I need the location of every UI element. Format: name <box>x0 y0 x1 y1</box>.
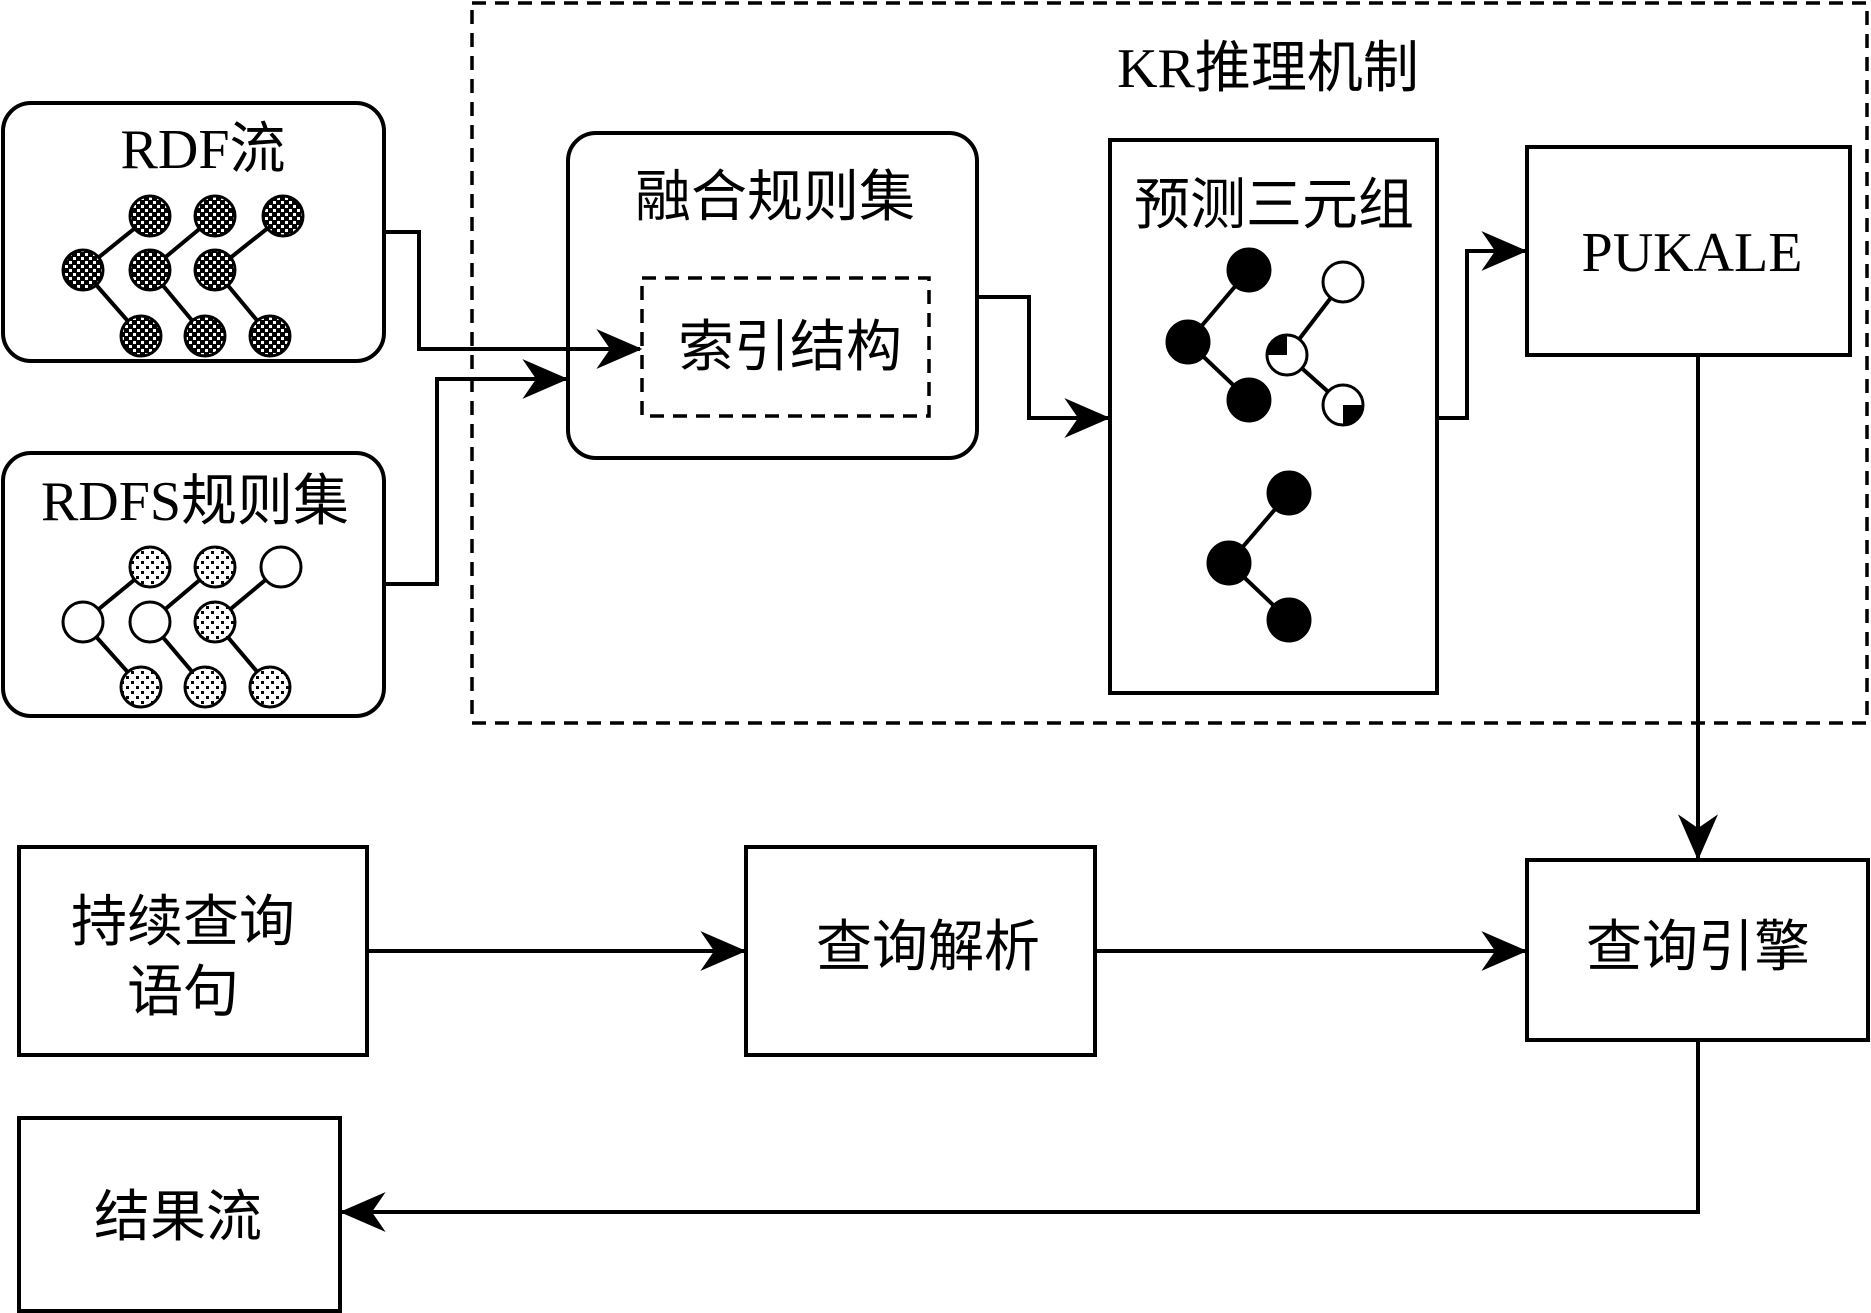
query-parsing-label: 查询解析 <box>816 917 1040 979</box>
predicted-triples-label: 预测三元组 <box>1134 175 1414 237</box>
predicted-triples-icon <box>1165 247 1365 643</box>
result-stream-node: 结果流 <box>17 1116 342 1313</box>
rdfs-rules-label: RDFS规则集 <box>41 471 349 533</box>
arrow-predicted-to-pukale <box>1437 231 1528 420</box>
fusion-rules-label: 融合规则集 <box>635 167 915 229</box>
rdfs-triples-icon <box>61 545 303 709</box>
predicted-triples-node: 预测三元组 <box>1108 138 1439 695</box>
arrow-fusion-to-predicted <box>977 295 1111 438</box>
connectors <box>339 230 1718 1232</box>
continuous-query-line2: 语句 <box>127 962 239 1024</box>
query-engine-node: 查询引擎 <box>1525 858 1870 1042</box>
result-stream-label: 结果流 <box>94 1187 262 1249</box>
index-structure-label: 索引结构 <box>678 317 902 379</box>
kr-reasoning-region: KR推理机制 <box>470 1 1869 725</box>
query-parsing-node: 查询解析 <box>744 845 1097 1057</box>
query-engine-label: 查询引擎 <box>1586 917 1810 979</box>
rdf-triples-icon <box>61 194 305 358</box>
arrow-engine-to-result <box>339 1040 1700 1232</box>
pukale-label: PUKALE <box>1582 222 1803 284</box>
fusion-rules-node: 融合规则集 索引结构 <box>566 131 979 460</box>
continuous-query-node: 持续查询 语句 <box>17 845 369 1057</box>
continuous-query-line1: 持续查询 <box>71 892 295 954</box>
arrow-rdfs-to-fusion <box>384 359 569 586</box>
pukale-node: PUKALE <box>1525 145 1852 357</box>
reasoning-region-title: KR推理机制 <box>1117 38 1419 100</box>
index-structure-node: 索引结构 <box>640 276 931 418</box>
rdfs-rules-node: RDFS规则集 <box>1 451 386 718</box>
arrow-rdf-to-index <box>384 230 643 369</box>
rdf-stream-label: RDF流 <box>121 119 286 181</box>
rdf-stream-node: RDF流 <box>1 101 386 363</box>
